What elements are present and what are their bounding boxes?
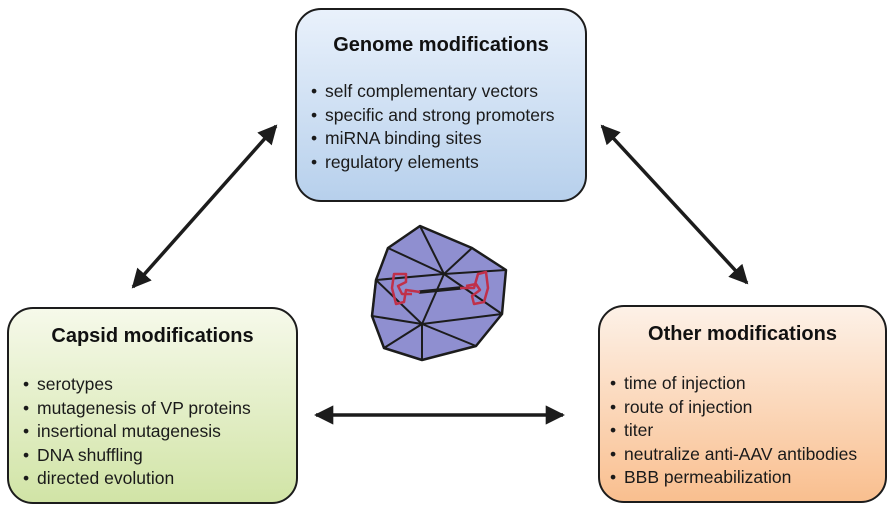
list-item: directed evolution [23,467,251,491]
capsid-modifications-title: Capsid modifications [51,325,254,347]
list-item: self complementary vectors [311,80,555,104]
genome-strand [418,286,462,294]
other-modifications-list: time of injection route of injection tit… [610,372,857,490]
itr-hairpin-left [390,272,421,306]
genome-modifications-title: Genome modifications [333,34,549,56]
list-item: DNA shuffling [23,444,251,468]
genome-modifications-list: self complementary vectors specific and … [311,80,555,174]
other-modifications-box: Other modifications time of injection ro… [598,305,887,503]
list-item: serotypes [23,373,251,397]
capsid-modifications-list: serotypes mutagenesis of VP proteins ins… [23,373,251,491]
capsid-facets [371,225,507,360]
itr-hairpin-right [460,270,490,306]
list-item: BBB permeabilization [610,466,857,490]
list-item: time of injection [610,372,857,396]
list-item: insertional mutagenesis [23,420,251,444]
other-modifications-title: Other modifications [648,323,837,345]
list-item: miRNA binding sites [311,127,555,151]
capsid-modifications-box: Capsid modifications serotypes mutagenes… [7,307,298,504]
list-item: titer [610,419,857,443]
aav-capsid-icon [370,224,508,362]
arrow-genome-other [600,124,749,285]
list-item: regulatory elements [311,151,555,175]
genome-modifications-box: Genome modifications self complementary … [295,8,587,202]
list-item: mutagenesis of VP proteins [23,397,251,421]
list-item: route of injection [610,396,857,420]
list-item: neutralize anti-AAV antibodies [610,443,857,467]
arrow-genome-capsid [131,124,278,289]
list-item: specific and strong promoters [311,104,555,128]
